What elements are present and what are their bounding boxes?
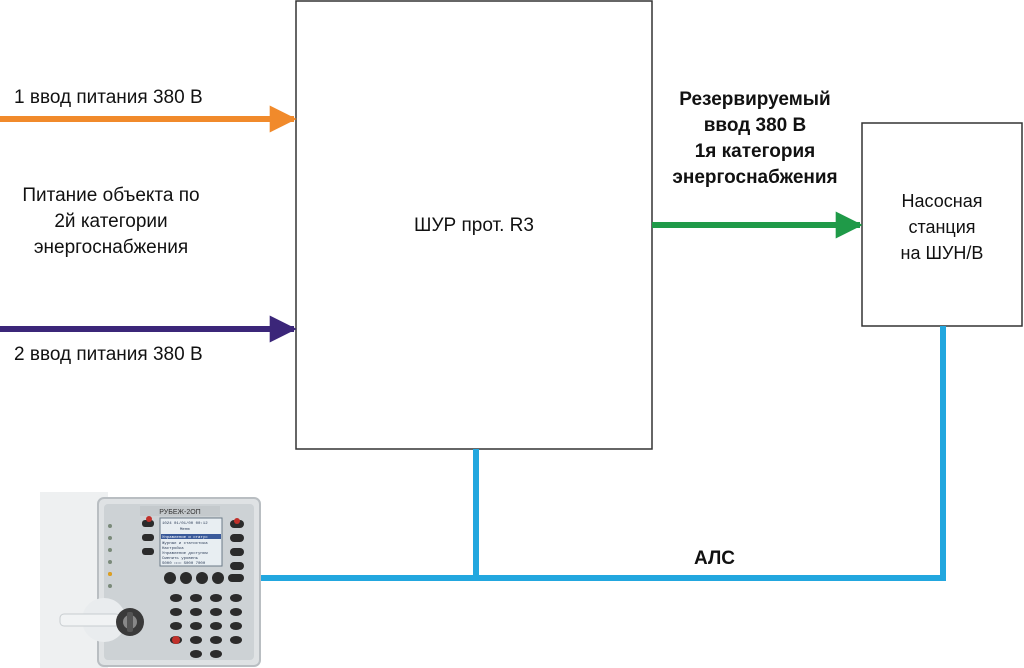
object-power-line-1: Питание объекта по xyxy=(22,185,200,206)
reserve-line-1: Резервируемый xyxy=(679,89,831,110)
device-screen-line-7: S000 ☐☐☐ S000 7000 xyxy=(162,562,206,566)
als-line xyxy=(258,326,946,581)
object-power-label: Питание объекта по 2й категории энергосн… xyxy=(0,183,222,261)
input1-label: 1 ввод питания 380 В xyxy=(14,87,203,108)
device-panel-icon: РУБЕЖ-2ОП 1024 01/01/00 00:12 Меню Управ… xyxy=(40,492,261,668)
device-screen-line-3: Журнал и статистика xyxy=(162,542,208,546)
object-power-line-2: 2й категории xyxy=(54,211,168,232)
main-control-box xyxy=(295,0,653,450)
device-screen-line-1: Меню xyxy=(180,528,190,532)
reserve-line-4: энергоснабжения xyxy=(672,167,838,188)
input2-label: 2 ввод питания 380 В xyxy=(14,344,203,365)
pump-station-box xyxy=(861,122,1023,327)
reserve-line-2: ввод 380 В xyxy=(703,115,807,136)
key-lock-icon xyxy=(59,598,144,642)
reserve-input-label: Резервируемый ввод 380 В 1я категория эн… xyxy=(645,87,865,191)
device-screen-line-4: Настройка xyxy=(162,546,184,551)
pump-station-line-3: на ШУН/В xyxy=(900,243,984,263)
object-power-line-3: энергоснабжения xyxy=(33,237,189,258)
reserve-line-3: 1я категория xyxy=(694,141,816,162)
pump-station-label: Насосная станция на ШУН/В xyxy=(862,188,1022,266)
device-screen-line-2: Управление и статус xyxy=(162,536,208,540)
pump-station-line-1: Насосная xyxy=(901,191,983,211)
main-box-label: ШУР прот. R3 xyxy=(414,215,534,236)
device-brand: РУБЕЖ-2ОП xyxy=(159,509,200,516)
device-screen-line-5: Управление доступом xyxy=(162,552,208,556)
pump-station-line-2: станция xyxy=(908,217,976,237)
device-screen-line-6: Сменить уровень xyxy=(162,557,199,561)
device-screen-line-0: 1024 01/01/00 00:12 xyxy=(162,521,208,526)
als-label: АЛС xyxy=(694,548,736,569)
